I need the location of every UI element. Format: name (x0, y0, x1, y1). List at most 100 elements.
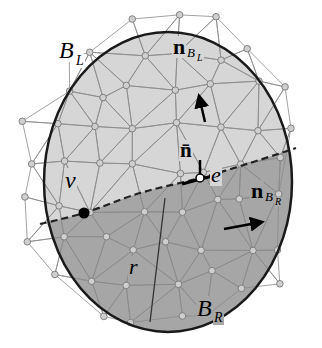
mesh-edge (221, 81, 259, 127)
mesh-vertex (213, 13, 220, 20)
mesh-edge (95, 126, 100, 163)
mesh-edge (64, 237, 91, 282)
mesh-edge (126, 285, 130, 322)
mesh-edge (65, 161, 100, 163)
mesh-edge (285, 87, 291, 128)
mesh-vertex (129, 161, 136, 168)
mesh-edge (90, 52, 146, 56)
mesh-edge (201, 250, 253, 251)
region-name: B (58, 38, 75, 62)
mesh-edge (210, 81, 259, 84)
mesh-edge (178, 284, 182, 316)
mesh-edge (175, 84, 210, 90)
mesh-edge (100, 129, 132, 163)
mesh-edge (258, 81, 259, 131)
mesh-vertex (177, 170, 184, 177)
mesh-vertex (142, 52, 149, 59)
mesh-edge (247, 49, 285, 87)
mesh-edge (216, 17, 221, 60)
mesh-edge (95, 126, 132, 128)
mesh-edge (90, 211, 144, 213)
mesh-vertex (88, 278, 95, 285)
mesh-vertex (282, 84, 289, 91)
vertex-name: v (64, 168, 77, 192)
mesh-edge (133, 212, 144, 250)
mesh-edge (59, 206, 64, 237)
mesh-edge (175, 90, 176, 122)
mesh-edge (27, 242, 55, 275)
region-subscript: R (213, 311, 224, 325)
mesh-edge (100, 163, 132, 165)
mesh-vertex (52, 271, 59, 278)
mesh-edge (92, 281, 127, 285)
mesh-edge (65, 126, 95, 161)
mesh-vertex (255, 127, 262, 134)
normal-symbol: n (250, 180, 264, 202)
mesh-edge (175, 54, 177, 91)
mesh-edge (182, 212, 201, 250)
mesh-edge (221, 127, 241, 164)
mesh-edge (239, 164, 240, 199)
mesh-vertex (218, 124, 225, 131)
mesh-edge (258, 87, 285, 131)
mesh-edge (95, 98, 103, 127)
mesh-edge (144, 174, 180, 212)
mesh-edge (32, 161, 65, 164)
mesh-edge (201, 200, 218, 251)
ball-outline (44, 32, 292, 332)
mesh-edge (241, 284, 279, 289)
mesh-vertex (162, 238, 169, 245)
mesh-edge (106, 237, 133, 250)
mesh-vertex (218, 57, 225, 64)
mesh-edge (221, 60, 259, 81)
mesh-edge (210, 60, 221, 84)
mesh-edge (95, 98, 103, 127)
mesh-edge (106, 212, 144, 237)
mesh-edge (132, 164, 144, 212)
mesh-edge (178, 250, 201, 284)
mesh-edge (239, 164, 240, 199)
mesh-edge (182, 172, 203, 212)
mesh-edge (126, 56, 145, 86)
mesh-edge (64, 237, 91, 282)
mesh-vertex (101, 313, 108, 320)
mesh-vertex (244, 45, 251, 52)
mesh-edge (103, 85, 126, 97)
mesh-edge (258, 128, 291, 130)
mesh-edge (177, 123, 221, 127)
mesh-edge (70, 91, 95, 126)
mesh-edge (279, 158, 281, 194)
normal-symbol: n (172, 36, 186, 58)
mesh-edge (241, 131, 258, 164)
mesh-edge (69, 58, 70, 91)
mesh-edge (212, 250, 253, 270)
mesh-edge (90, 164, 132, 213)
mesh-edge (182, 172, 203, 212)
mesh-edge (59, 206, 64, 237)
mesh-vertex (175, 281, 182, 288)
mesh-vertex (123, 282, 130, 289)
mesh-edge (90, 52, 127, 85)
mesh-edge (100, 129, 132, 163)
mesh-edge (90, 52, 146, 56)
mesh-edge (92, 237, 107, 282)
mesh-vertex (19, 118, 26, 125)
mesh-edge (132, 90, 175, 128)
mesh-vertex (198, 247, 205, 254)
vertex-dot (79, 208, 90, 219)
normal-arrow (224, 222, 262, 229)
normal-subscript: B (186, 46, 196, 59)
mesh-edge (178, 271, 212, 285)
mesh-edge (22, 121, 31, 164)
mesh-vertex (129, 16, 136, 23)
mesh-vertex (209, 267, 216, 274)
mesh-edge (70, 91, 103, 97)
mesh-vertex (236, 196, 243, 203)
mesh-edge (126, 285, 130, 322)
mesh-edge (132, 123, 176, 164)
mesh-edge (22, 91, 69, 121)
mesh-vertex (179, 313, 186, 320)
mesh-edge (90, 211, 144, 213)
mesh-edge (103, 85, 126, 97)
